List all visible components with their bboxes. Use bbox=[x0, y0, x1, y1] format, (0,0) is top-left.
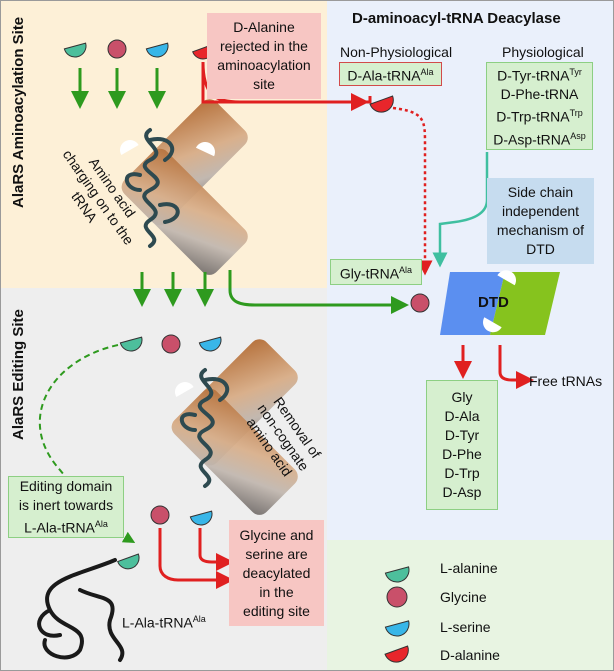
physiological-label: Physiological bbox=[502, 44, 584, 60]
dtd-blue bbox=[440, 272, 505, 335]
dtd-label: DTD bbox=[478, 294, 509, 311]
deacylase-title: D-aminoacyl-tRNA Deacylase bbox=[352, 10, 561, 27]
legend-glycine-icon bbox=[386, 586, 408, 608]
legend-l-serine-label: L-serine bbox=[440, 619, 491, 635]
legend-l-alanine-icon bbox=[384, 566, 410, 583]
editing-title: AlaRS Editing Site bbox=[10, 309, 27, 440]
aminoacylation-title: AlaRS Aminoacylation Site bbox=[10, 16, 27, 208]
gly-trna-box: Gly-tRNAAla bbox=[330, 259, 422, 285]
products-box: Gly D-Ala D-Tyr D-Phe D-Trp D-Asp bbox=[426, 380, 498, 510]
legend-glycine-label: Glycine bbox=[440, 589, 487, 605]
d-alanine-rejected-icon bbox=[369, 95, 394, 113]
physiological-list: D-Tyr-tRNATyr D-Phe-tRNA D-Trp-tRNATrp D… bbox=[486, 62, 593, 150]
trna-top bbox=[124, 128, 180, 248]
l-serine-icon bbox=[145, 42, 169, 58]
editing-enzyme bbox=[171, 339, 298, 515]
side-chain-box: Side chain independent mechanism of DTD bbox=[487, 178, 594, 264]
d-alanine-rejected-box: D-Alanine rejected in the aminoacylation… bbox=[207, 13, 321, 99]
trna-editing bbox=[179, 368, 230, 488]
non-physiological-label: Non-Physiological bbox=[340, 44, 453, 60]
legend-l-alanine-label: L-alanine bbox=[440, 560, 498, 576]
aminoacylation-enzyme bbox=[121, 99, 248, 275]
legend-d-alanine-icon bbox=[384, 645, 409, 663]
legend-d-alanine-label: D-alanine bbox=[440, 647, 500, 663]
glycine-serine-box: Glycine and serine are deacylated in the… bbox=[229, 520, 324, 626]
legend-region bbox=[327, 540, 614, 671]
editing-domain-box: Editing domain is inert towards L-Ala-tR… bbox=[8, 476, 124, 538]
free-trnas-label: Free tRNAs bbox=[529, 373, 603, 389]
legend-l-serine-icon bbox=[384, 620, 410, 637]
dtd-green bbox=[490, 272, 560, 335]
l-ala-trna bbox=[37, 558, 125, 662]
l-ala-trna-label: L-Ala-tRNAAla bbox=[122, 614, 206, 631]
glycine-icon bbox=[107, 39, 127, 59]
glycine-icon-dtd bbox=[410, 293, 430, 313]
non-physiological-item: D-Ala-tRNAAla bbox=[339, 62, 442, 86]
l-alanine-icon bbox=[63, 42, 87, 58]
